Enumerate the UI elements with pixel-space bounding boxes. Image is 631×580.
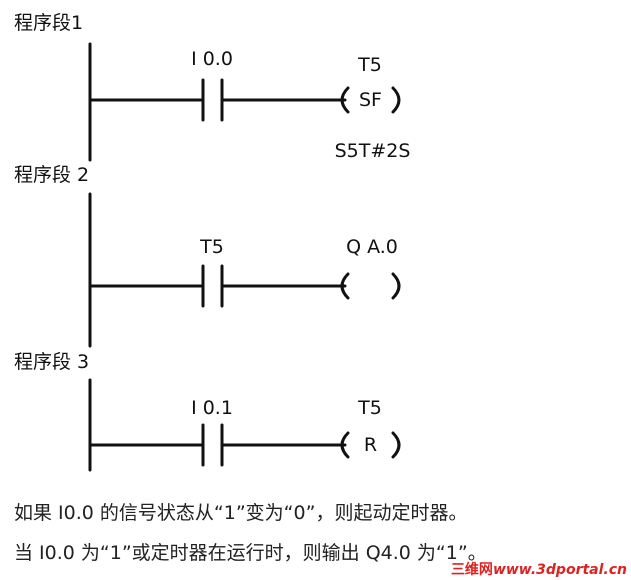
coil-3-symbol: R: [363, 434, 378, 456]
coil-qa0-right-arc: [391, 272, 401, 300]
coil-qa0-left-arc: [340, 272, 350, 300]
segment-1-title: 程序段1: [14, 12, 84, 34]
coil-1-parameter: S5T#2S: [334, 140, 411, 162]
description-line-2: 当 I0.0 为“1”或定时器在运行时，则输出 Q4.0 为“1”。: [14, 542, 487, 564]
segment-2-title: 程序段 2: [14, 164, 90, 186]
coil-2-label: Q A.0: [346, 236, 398, 258]
coil-1-symbol: SF: [359, 89, 382, 111]
watermark: 三维网www.3dportal.cn: [451, 562, 627, 578]
coil-sf-left-arc: [340, 86, 350, 114]
watermark-cn: 三维网: [450, 562, 493, 578]
coil-r-right-arc: [391, 431, 401, 459]
coil-1-label: T5: [358, 54, 382, 76]
contact-1-label: I 0.0: [191, 48, 233, 70]
contact-2-label: T5: [200, 236, 224, 258]
coil-3-label: T5: [358, 397, 382, 419]
contact-3-label: I 0.1: [191, 397, 233, 419]
coil-sf-right-arc: [391, 86, 401, 114]
watermark-url: www.3dportal.cn: [492, 562, 627, 578]
segment-3-title: 程序段 3: [14, 351, 90, 373]
description-line-1: 如果 I0.0 的信号状态从“1”变为“0”，则起动定时器。: [14, 502, 468, 524]
coil-r-left-arc: [340, 431, 350, 459]
